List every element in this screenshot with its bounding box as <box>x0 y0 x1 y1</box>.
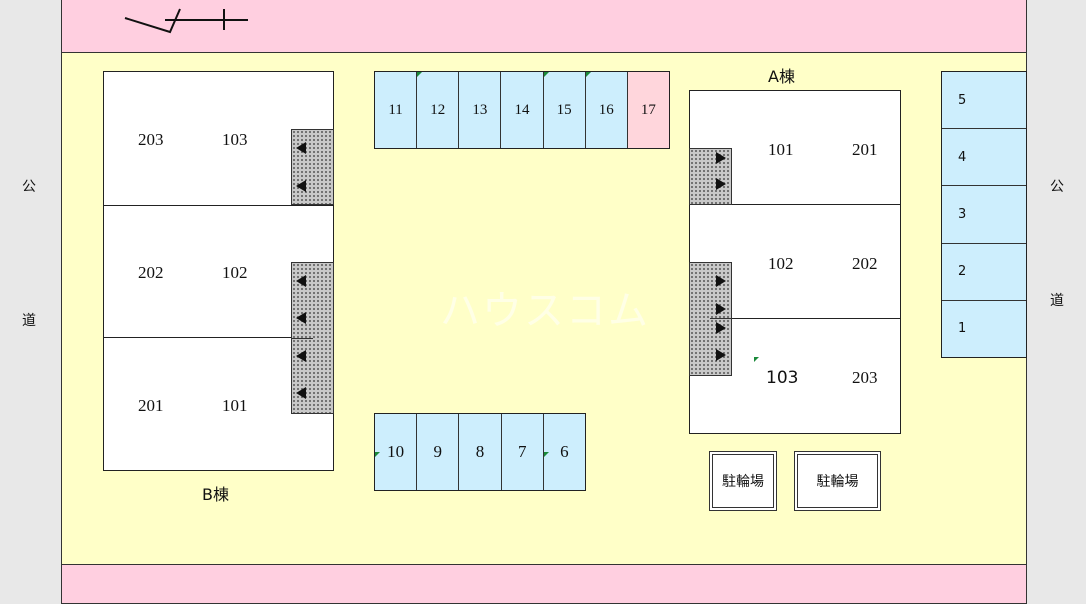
parking-spot: 12 <box>417 72 460 148</box>
unit-b-203: 203 <box>138 130 164 149</box>
parking-spot: 11 <box>375 72 418 148</box>
bike-parking-label: 駐輪場 <box>816 474 859 490</box>
entrance-arrow-icon <box>716 322 726 334</box>
parking-spot: 5 <box>942 72 1026 130</box>
unit-a-202: 202 <box>852 254 878 273</box>
bike-parking-1: 駐輪場 <box>709 451 777 511</box>
watermark-text: ハウスコム <box>440 288 650 334</box>
entrance-arrow-icon <box>296 350 306 362</box>
parking-row-bottom: 10 9 8 7 6 <box>374 413 586 491</box>
road-label-left-1: 公 <box>22 179 36 195</box>
building-b-stair-divider <box>291 338 313 339</box>
parking-spot: 15 <box>543 72 586 148</box>
entrance-arrow-icon <box>296 180 306 192</box>
bike-parking-2: 駐輪場 <box>794 451 881 511</box>
unit-a-203: 203 <box>852 368 878 387</box>
road-label-left-2: 道 <box>22 313 36 329</box>
parking-spot: 3 <box>942 186 1026 244</box>
unit-a-201: 201 <box>852 140 878 159</box>
building-b-name: B棟 <box>202 485 229 504</box>
unit-b-102: 102 <box>222 263 248 282</box>
marker-icon <box>375 452 380 457</box>
marker-icon <box>543 72 549 77</box>
bike-parking-label: 駐輪場 <box>722 474 764 490</box>
unit-b-103: 103 <box>222 130 248 149</box>
entrance-arrow-icon <box>716 178 726 190</box>
entrance-arrow-icon <box>296 312 306 324</box>
unit-b-201: 201 <box>138 396 164 415</box>
parking-spot: 13 <box>459 72 502 148</box>
marker-icon <box>754 357 759 362</box>
marker-icon <box>417 72 423 77</box>
parking-spot: 14 <box>501 72 544 148</box>
unit-b-101: 101 <box>222 396 248 415</box>
parking-spot: 7 <box>502 414 544 490</box>
parking-column-right: 5 4 3 2 1 <box>941 71 1027 358</box>
entrance-arrow-icon <box>716 303 726 315</box>
bike-parking-border <box>797 454 878 508</box>
unit-a-102: 102 <box>768 254 794 273</box>
parking-spot: 6 <box>543 414 585 490</box>
parking-spot: 9 <box>417 414 460 490</box>
parking-spot: 4 <box>942 129 1026 187</box>
parking-spot: 2 <box>942 244 1026 301</box>
parking-row-top: 11 12 13 14 15 16 17 <box>374 71 670 149</box>
north-arrow-icon <box>124 8 248 34</box>
entrance-arrow-icon <box>296 142 306 154</box>
parking-spot: 1 <box>958 321 967 337</box>
entrance-arrow-icon <box>716 152 726 164</box>
parking-spot-highlighted: 17 <box>627 72 669 148</box>
top-road-band <box>61 0 1027 53</box>
entrance-arrow-icon <box>296 387 306 399</box>
bottom-road-band <box>61 564 1027 604</box>
building-a-stair-divider <box>710 318 732 319</box>
parking-spot: 8 <box>459 414 502 490</box>
building-a-name: A棟 <box>768 67 795 86</box>
unit-b-202: 202 <box>138 263 164 282</box>
marker-icon <box>543 452 549 457</box>
road-label-right-1: 公 <box>1050 179 1064 195</box>
entrance-arrow-icon <box>716 275 726 287</box>
unit-a-103: 103 <box>766 368 799 388</box>
building-b-stair-top <box>291 129 334 205</box>
entrance-arrow-icon <box>296 275 306 287</box>
road-label-right-2: 道 <box>1050 293 1064 309</box>
bike-parking-border <box>712 454 774 508</box>
marker-icon <box>585 72 591 77</box>
parking-spot: 16 <box>585 72 628 148</box>
unit-a-101: 101 <box>768 140 794 159</box>
parking-spot: 10 <box>375 414 418 490</box>
entrance-arrow-icon <box>716 349 726 361</box>
